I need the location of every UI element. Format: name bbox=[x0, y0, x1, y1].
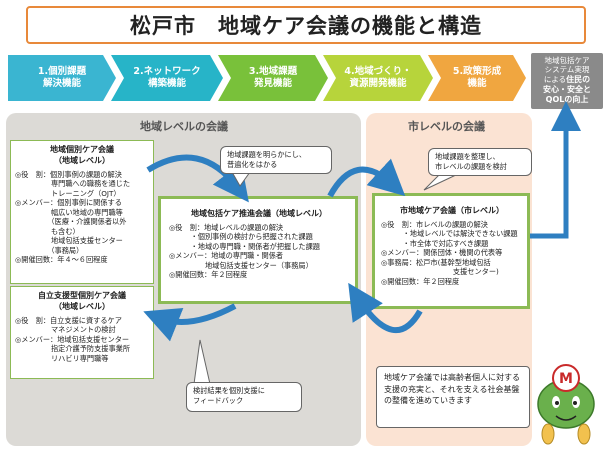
self-support-meeting-details: ◎役 割：自立支援に資するケア マネジメントの検討 ◎メンバー：地域包括支援セン… bbox=[15, 315, 131, 363]
callout-clarify-regional-issues: 地域課題を明らかにし、 普遍化をはかる bbox=[220, 146, 332, 174]
arrow-promotion-to-individual bbox=[143, 303, 237, 342]
self-support-meeting-title: 自立支援型個別ケア会議 （地域レベル） bbox=[38, 291, 126, 311]
individual-care-meeting-details: ◎役 割：個別事例の課題の解決 専門職への職務を通じた トレーニング（OJT） … bbox=[15, 169, 131, 265]
callout-feedback-to-individual: 検討結果を個別支援に フィードバック bbox=[186, 382, 302, 412]
system-goal-line1: 地域包括ケア bbox=[544, 56, 590, 65]
city-care-meeting-box: 市地域ケア会議（市レベル） ◎役 割：市レベルの課題の解決 ・地域レベルでは解決… bbox=[372, 193, 530, 309]
function-2-network: 2.ネットワーク 構築機能 bbox=[111, 55, 223, 101]
individual-care-meeting-title: 地域個別ケア会議 （地域レベル） bbox=[50, 145, 114, 165]
regional-promotion-meeting-box: 地域包括ケア推進会議（地域レベル） ◎役 割：地域レベルの課題の解決 ・個別事例… bbox=[158, 196, 358, 304]
function-3-regional-issue: 3.地域課題 発見機能 bbox=[218, 55, 328, 101]
callout-city-level-issues: 地域課題を整理し、 市レベルの課題を検討 bbox=[428, 148, 532, 176]
system-goal-by: による bbox=[543, 74, 567, 84]
callout-bottom-tail bbox=[193, 339, 211, 385]
arrow-city-to-system-goal bbox=[530, 101, 581, 239]
system-goal-line3: による住民の bbox=[533, 75, 601, 85]
city-care-meeting-title: 市地域ケア会議（市レベル） bbox=[400, 206, 504, 215]
callout-city-tail bbox=[423, 173, 459, 191]
self-support-meeting-box: 自立支援型個別ケア会議 （地域レベル） ◎役 割：自立支援に資するケア マネジメ… bbox=[10, 286, 154, 379]
arrow-individual-to-promotion bbox=[146, 154, 249, 203]
regional-promotion-meeting-title: 地域包括ケア推進会議（地域レベル） bbox=[191, 209, 327, 218]
system-goal-safety: 安心・安全と bbox=[543, 84, 591, 94]
system-goal-line2: システム実現 bbox=[544, 65, 590, 75]
function-4-community-building: 4.地域づくり・ 資源開発機能 bbox=[323, 55, 433, 101]
summary-statement: 地域ケア会議では高齢者個人に対する支援の充実と、それを支える社会基盤の整備を進め… bbox=[376, 366, 530, 428]
system-goal-qol: QOLの向上 bbox=[545, 94, 589, 104]
regional-promotion-meeting-details: ◎役 割：地域レベルの課題の解決 ・個別事例の検討から把握された課題 ・地域の専… bbox=[169, 222, 320, 280]
arrow-promotion-to-city bbox=[327, 158, 406, 198]
function-5-policy-making: 5.政策形成 機能 bbox=[428, 55, 526, 101]
arrow-city-to-promotion bbox=[348, 282, 423, 334]
individual-care-meeting-box: 地域個別ケア会議 （地域レベル） ◎役 割：個別事例の課題の解決 専門職への職務… bbox=[10, 140, 154, 284]
city-level-label: 市レベルの会議 bbox=[408, 120, 485, 133]
mascot-icon bbox=[537, 364, 595, 445]
system-goal-residents: 住民の bbox=[566, 74, 591, 84]
mascot-letter: M bbox=[559, 371, 573, 387]
system-goal-box: 地域包括ケア システム実現 による住民の 安心・安全と QOLの向上 bbox=[531, 53, 603, 109]
page-title: 松戸市 地域ケア会議の機能と構造 bbox=[26, 6, 586, 44]
city-care-meeting-details: ◎役 割：市レベルの課題の解決 ・地域レベルでは解決できない課題 ・市全体で対応… bbox=[381, 219, 518, 286]
regional-level-label: 地域レベルの会議 bbox=[140, 120, 228, 133]
function-1-individual-issue: 1.個別課題 解決機能 bbox=[8, 55, 116, 101]
